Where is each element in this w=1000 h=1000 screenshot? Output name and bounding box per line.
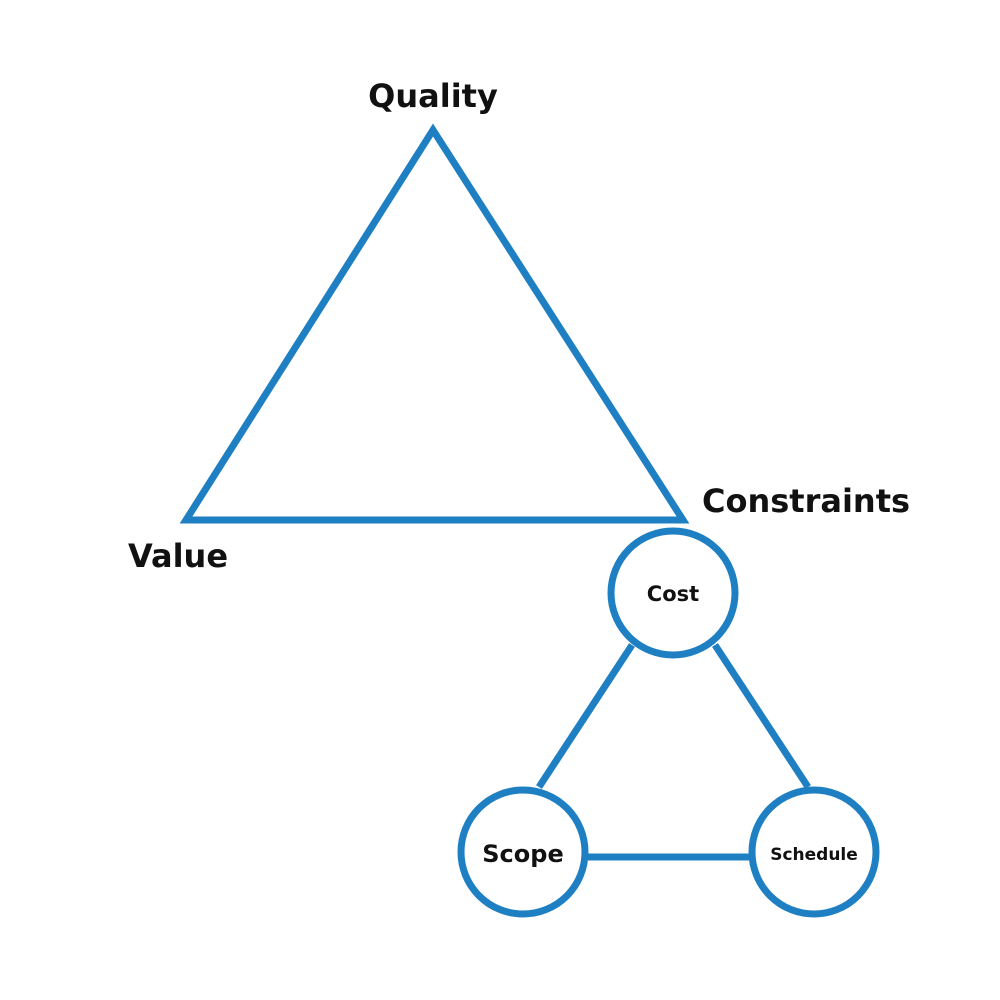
quality-value-constraints-triangle [179, 123, 690, 524]
schedule-circle [748, 786, 880, 918]
scope-circle [457, 786, 589, 918]
schedule-node: Schedule [748, 786, 880, 918]
cost-label: Cost [647, 582, 699, 606]
scope-label: Scope [482, 840, 563, 868]
cost-schedule-connector [712, 643, 811, 789]
cost-node: Cost [607, 527, 739, 659]
value-label: Value [128, 537, 228, 575]
cost-circle [607, 527, 739, 659]
quality-label: Quality [368, 77, 498, 115]
cost-scope-connector [536, 643, 635, 789]
scope-node: Scope [457, 786, 589, 918]
constraints-label: Constraints [702, 482, 910, 520]
schedule-label: Schedule [770, 845, 858, 865]
